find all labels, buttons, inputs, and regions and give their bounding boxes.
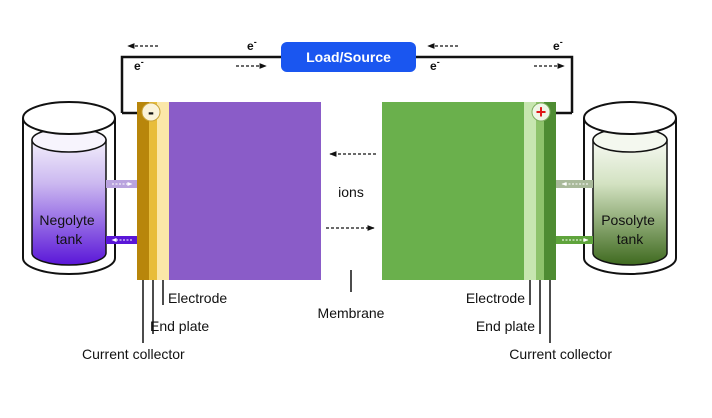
load-source-label: Load/Source: [306, 49, 391, 65]
negolyte-tank: Negolyte tank: [22, 101, 116, 275]
posolyte-pipe-return: [556, 180, 593, 188]
membrane-label: Membrane: [318, 305, 385, 321]
positive-electrode-strip: [524, 102, 536, 280]
posolyte-tank-label: Posolyte tank: [601, 212, 659, 247]
left-electrode-label: Electrode: [168, 290, 227, 306]
right-electrode-label: Electrode: [466, 290, 525, 306]
right-end-plate-label: End plate: [476, 318, 535, 334]
positive-current-collector: [544, 102, 556, 280]
negolyte-tank-label: Negolyte tank: [39, 212, 98, 247]
left-current-collector-label: Current collector: [82, 346, 185, 362]
positive-end-plate: [536, 102, 544, 280]
left-end-plate-label: End plate: [150, 318, 209, 334]
negative-current-collector: [137, 102, 149, 280]
negative-terminal: [141, 102, 161, 122]
load-source-box: [281, 42, 416, 72]
positive-terminal: [531, 102, 551, 122]
negolyte-pipe-return: [106, 180, 137, 188]
ions-label: ions: [338, 184, 364, 200]
electron-label: e-: [247, 37, 257, 53]
electron-label: e-: [553, 37, 563, 53]
electron-label: e-: [430, 57, 440, 73]
negative-end-plate: [149, 102, 157, 280]
positive-electrode: [382, 102, 524, 280]
posolyte-tank: Posolyte tank: [583, 101, 677, 275]
negative-electrode: [169, 102, 321, 280]
right-current-collector-label: Current collector: [509, 346, 612, 362]
negative-electrode-strip: [157, 102, 169, 280]
negative-terminal-sign: -: [148, 102, 154, 122]
positive-terminal-sign: +: [536, 102, 547, 122]
electron-label: e-: [134, 57, 144, 73]
